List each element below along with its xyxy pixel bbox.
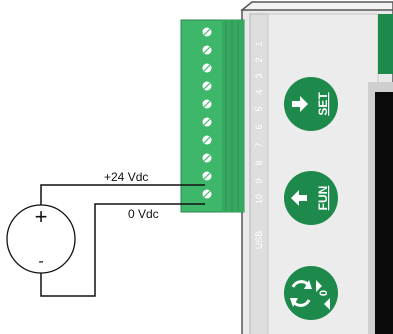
arrow-right-icon bbox=[292, 96, 308, 112]
arrow-left-icon bbox=[291, 190, 307, 206]
terminal-screw-icon bbox=[202, 63, 212, 73]
usb-label: USB bbox=[254, 231, 264, 250]
terminal-number: 7 bbox=[254, 142, 264, 147]
zero-supply-label: 0 Vdc bbox=[128, 207, 159, 221]
terminal-number-labels: 1 2 3 4 5 6 7 8 9 10 USB bbox=[254, 41, 264, 249]
zero-button-label: 0 bbox=[318, 290, 330, 296]
terminal-screw-icon bbox=[202, 45, 212, 55]
zero-wire bbox=[40, 203, 205, 297]
terminal-number: 4 bbox=[254, 89, 264, 94]
source-circle bbox=[6, 204, 76, 274]
zero-button[interactable]: 0 bbox=[284, 266, 338, 320]
terminal-screw-icon bbox=[202, 27, 212, 37]
terminal-screw-icon bbox=[202, 81, 212, 91]
dc-voltage-source: + - bbox=[6, 204, 76, 274]
positive-supply-label: +24 Vdc bbox=[104, 170, 148, 184]
terminal-screw-icon bbox=[202, 99, 212, 109]
terminal-block-side bbox=[222, 20, 244, 212]
terminal-number: 1 bbox=[254, 41, 264, 46]
terminal-number: 6 bbox=[254, 124, 264, 129]
terminal-screw-icon bbox=[202, 189, 212, 199]
minus-sign: - bbox=[38, 253, 43, 270]
rotate-arrows-icon bbox=[290, 280, 312, 307]
plus-sign: + bbox=[35, 204, 48, 229]
set-button[interactable]: SET bbox=[284, 77, 338, 131]
fun-button-label: FUN bbox=[316, 186, 330, 211]
positive-wire bbox=[40, 184, 205, 219]
terminal-number: 3 bbox=[254, 73, 264, 78]
up-down-arrows-icon bbox=[316, 280, 330, 310]
terminal-screw-icon bbox=[202, 153, 212, 163]
terminal-number: 10 bbox=[254, 194, 264, 204]
terminal-number: 8 bbox=[254, 160, 264, 165]
set-button-label: SET bbox=[316, 92, 330, 116]
terminal-block bbox=[180, 19, 245, 213]
display-screen bbox=[375, 92, 393, 334]
terminal-screw-icon bbox=[202, 135, 212, 145]
terminal-number: 5 bbox=[254, 106, 264, 111]
terminal-number: 9 bbox=[254, 178, 264, 183]
fun-button[interactable]: FUN bbox=[284, 171, 338, 225]
terminal-screw-icon bbox=[202, 171, 212, 181]
terminal-number: 2 bbox=[254, 57, 264, 62]
front-panel-green-strip bbox=[378, 14, 393, 74]
terminal-screws bbox=[202, 27, 212, 199]
terminal-screw-icon bbox=[202, 117, 212, 127]
